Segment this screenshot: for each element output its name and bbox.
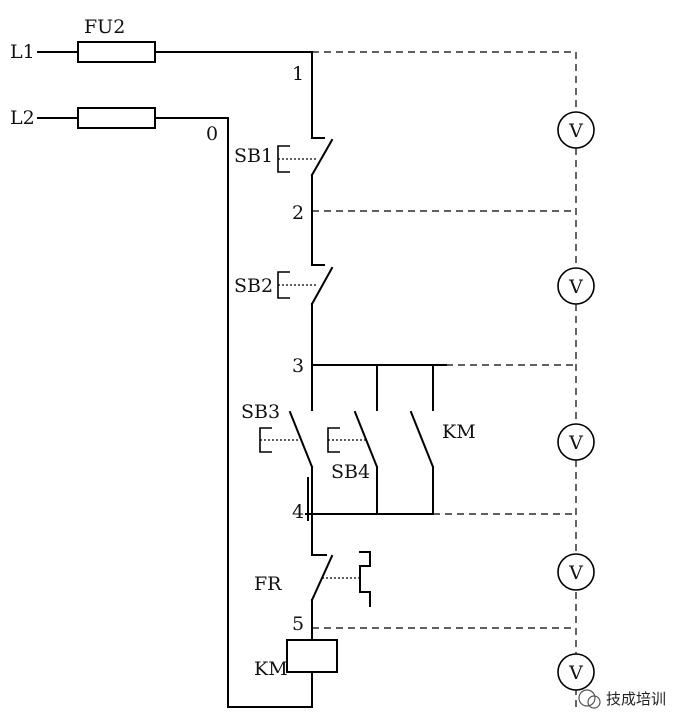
label-sb2: SB2 bbox=[234, 275, 273, 297]
node-3: 3 bbox=[292, 355, 304, 377]
node-1: 1 bbox=[292, 63, 304, 85]
main-wire bbox=[286, 51, 447, 708]
label-km-contact: KM bbox=[442, 421, 476, 443]
measurement-lines bbox=[312, 51, 577, 712]
fuse-fu2 bbox=[77, 41, 156, 63]
watermark-text: 技成培训 bbox=[606, 690, 666, 708]
label-sb1: SB1 bbox=[234, 145, 273, 167]
label-l2: L2 bbox=[10, 107, 35, 129]
node-0: 0 bbox=[206, 123, 218, 145]
sb3-actuator bbox=[259, 427, 300, 453]
voltmeter-1: V bbox=[557, 111, 595, 149]
voltmeter-label: V bbox=[568, 120, 583, 142]
fr-actuator bbox=[322, 551, 371, 607]
l2-line bbox=[37, 107, 313, 708]
sb1-actuator bbox=[277, 145, 318, 173]
voltmeter-label: V bbox=[568, 562, 583, 584]
label-fu2: FU2 bbox=[84, 16, 125, 38]
label-sb4: SB4 bbox=[331, 461, 370, 483]
node-4: 4 bbox=[292, 501, 304, 523]
node-5: 5 bbox=[292, 613, 304, 635]
sb2-actuator bbox=[277, 271, 318, 299]
voltmeter-5: V bbox=[557, 653, 595, 691]
label-km-coil: KM bbox=[254, 658, 288, 680]
watermark: 技成培训 bbox=[578, 689, 666, 709]
voltmeter-3: V bbox=[557, 423, 595, 461]
label-l1: L1 bbox=[10, 41, 35, 63]
sb4-actuator bbox=[327, 427, 366, 453]
label-sb3: SB3 bbox=[241, 401, 280, 423]
voltmeter-label: V bbox=[568, 276, 583, 298]
voltmeter-label: V bbox=[568, 432, 583, 454]
fuse-l2 bbox=[77, 107, 156, 129]
wechat-icon bbox=[578, 689, 596, 707]
node-2: 2 bbox=[292, 202, 304, 224]
km-coil bbox=[286, 639, 338, 673]
l1-line bbox=[37, 41, 313, 63]
label-fr: FR bbox=[254, 573, 282, 595]
voltmeter-label: V bbox=[568, 662, 583, 684]
voltmeter-2: V bbox=[557, 267, 595, 305]
voltmeter-4: V bbox=[557, 553, 595, 591]
